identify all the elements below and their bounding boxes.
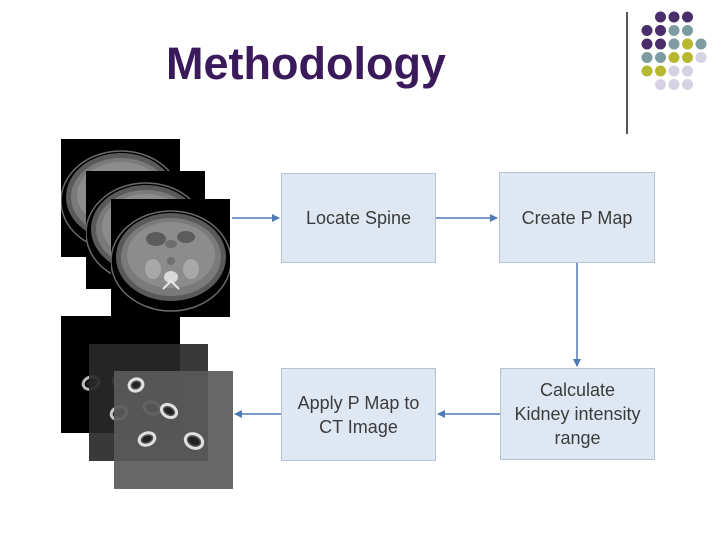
decorative-dot: [655, 52, 666, 63]
decorative-dot: [655, 11, 666, 23]
ct-slice-3: [111, 199, 230, 317]
decorative-dot: [655, 25, 666, 36]
decorative-dot: [695, 38, 707, 50]
decorative-dot: [682, 65, 693, 77]
decorative-dot: [682, 79, 693, 90]
decorative-dot: [668, 25, 680, 36]
decorative-dot: [682, 38, 693, 50]
apply-p-map-step: Apply P Map to CT Image: [281, 368, 436, 461]
decorative-dot: [682, 25, 693, 36]
decorative-dot: [655, 38, 666, 50]
decorative-dot: [668, 65, 680, 77]
create-p-map-step: Create P Map: [499, 172, 655, 263]
kidney-mask-slice-3: [114, 371, 233, 489]
decorative-dot: [668, 11, 680, 23]
calculate-intensity-range-step: Calculate Kidney intensity range: [500, 368, 655, 460]
locate-spine-step: Locate Spine: [281, 173, 436, 263]
decorative-dot: [682, 11, 693, 23]
decorative-dot: [668, 79, 680, 90]
decorative-dot: [641, 25, 653, 36]
decorative-dot: [668, 38, 680, 50]
decorative-dot: [682, 52, 693, 63]
decorative-dot: [641, 52, 653, 63]
decorative-dot: [641, 65, 653, 77]
slide-title: Methodology: [166, 38, 446, 89]
decorative-dot: [655, 79, 666, 90]
decorative-divider: [626, 12, 628, 134]
decorative-dot: [668, 52, 680, 63]
decorative-dot: [695, 52, 707, 63]
decorative-dot: [641, 38, 653, 50]
decorative-dot: [655, 65, 666, 77]
